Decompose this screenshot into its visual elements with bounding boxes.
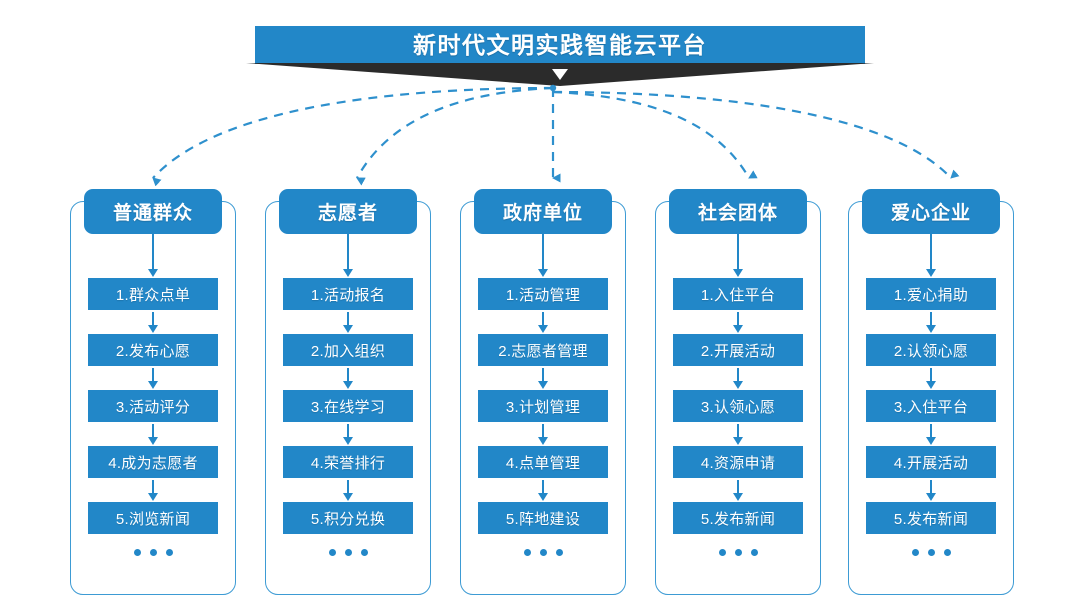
list-item[interactable]: 4.开展活动 bbox=[866, 446, 996, 478]
list-item[interactable]: 2.加入组织 bbox=[283, 334, 413, 366]
down-arrow-icon bbox=[848, 310, 1014, 334]
list-item[interactable]: 2.开展活动 bbox=[673, 334, 803, 366]
down-arrow-icon bbox=[70, 366, 236, 390]
list-item[interactable]: 5.发布新闻 bbox=[866, 502, 996, 534]
list-item[interactable]: 4.成为志愿者 bbox=[88, 446, 218, 478]
down-arrow-icon bbox=[265, 366, 431, 390]
ellipsis-dot bbox=[539, 549, 547, 556]
list-item[interactable]: 4.点单管理 bbox=[478, 446, 608, 478]
ellipsis-dot bbox=[927, 549, 935, 556]
column-items-3: 1.活动管理 2.志愿者管理 3.计划管理 4.点单管理 5.阵地建设 bbox=[460, 278, 626, 534]
column-header-4[interactable]: 社会团体 bbox=[669, 189, 807, 234]
down-arrow-icon bbox=[265, 310, 431, 334]
header-to-item-arrow-icon bbox=[926, 234, 936, 277]
list-item[interactable]: 5.积分兑换 bbox=[283, 502, 413, 534]
column-items-4: 1.入住平台 2.开展活动 3.认领心愿 4.资源申请 5.发布新闻 bbox=[655, 278, 821, 534]
down-arrow-icon bbox=[848, 366, 1014, 390]
column-header-5[interactable]: 爱心企业 bbox=[862, 189, 1000, 234]
header-to-item-arrow-icon bbox=[733, 234, 743, 277]
list-item[interactable]: 2.发布心愿 bbox=[88, 334, 218, 366]
more-items-ellipsis bbox=[265, 549, 431, 556]
ellipsis-dot bbox=[360, 549, 368, 556]
list-item[interactable]: 1.爱心捐助 bbox=[866, 278, 996, 310]
down-arrow-icon bbox=[265, 478, 431, 502]
ellipsis-dot bbox=[718, 549, 726, 556]
down-arrow-icon bbox=[655, 478, 821, 502]
ellipsis-dot bbox=[165, 549, 173, 556]
list-item[interactable]: 1.群众点单 bbox=[88, 278, 218, 310]
column-items-2: 1.活动报名 2.加入组织 3.在线学习 4.荣誉排行 5.积分兑换 bbox=[265, 278, 431, 534]
ellipsis-dot bbox=[555, 549, 563, 556]
down-arrow-icon bbox=[655, 366, 821, 390]
list-item[interactable]: 1.活动报名 bbox=[283, 278, 413, 310]
down-arrow-icon bbox=[655, 422, 821, 446]
more-items-ellipsis bbox=[848, 549, 1014, 556]
down-arrow-icon bbox=[70, 422, 236, 446]
column-社会团体: 社会团体 1.入住平台 2.开展活动 3.认领心愿 4.资源申请 5.发布新闻 bbox=[655, 189, 821, 595]
list-item[interactable]: 5.发布新闻 bbox=[673, 502, 803, 534]
list-item[interactable]: 4.资源申请 bbox=[673, 446, 803, 478]
header-to-item-arrow-icon bbox=[148, 234, 158, 277]
title-bar: 新时代文明实践智能云平台 bbox=[255, 26, 865, 64]
page-title: 新时代文明实践智能云平台 bbox=[413, 31, 707, 58]
down-arrow-icon bbox=[460, 366, 626, 390]
down-arrow-icon bbox=[460, 422, 626, 446]
more-items-ellipsis bbox=[655, 549, 821, 556]
down-arrow-icon bbox=[460, 478, 626, 502]
ellipsis-dot bbox=[149, 549, 157, 556]
column-header-3[interactable]: 政府单位 bbox=[474, 189, 612, 234]
more-items-ellipsis bbox=[70, 549, 236, 556]
ellipsis-dot bbox=[328, 549, 336, 556]
column-header-2[interactable]: 志愿者 bbox=[279, 189, 417, 234]
list-item[interactable]: 1.活动管理 bbox=[478, 278, 608, 310]
column-header-1[interactable]: 普通群众 bbox=[84, 189, 222, 234]
column-政府单位: 政府单位 1.活动管理 2.志愿者管理 3.计划管理 4.点单管理 5.阵地建设 bbox=[460, 189, 626, 595]
down-arrow-icon bbox=[655, 310, 821, 334]
list-item[interactable]: 3.在线学习 bbox=[283, 390, 413, 422]
header-to-item-arrow-icon bbox=[343, 234, 353, 277]
column-items-5: 1.爱心捐助 2.认领心愿 3.入住平台 4.开展活动 5.发布新闻 bbox=[848, 278, 1014, 534]
list-item[interactable]: 2.志愿者管理 bbox=[478, 334, 608, 366]
list-item[interactable]: 3.认领心愿 bbox=[673, 390, 803, 422]
down-arrow-icon bbox=[70, 478, 236, 502]
list-item[interactable]: 3.活动评分 bbox=[88, 390, 218, 422]
column-items-1: 1.群众点单 2.发布心愿 3.活动评分 4.成为志愿者 5.浏览新闻 bbox=[70, 278, 236, 534]
header-to-item-arrow-icon bbox=[538, 234, 548, 277]
down-arrow-icon bbox=[70, 310, 236, 334]
list-item[interactable]: 1.入住平台 bbox=[673, 278, 803, 310]
column-志愿者: 志愿者 1.活动报名 2.加入组织 3.在线学习 4.荣誉排行 5.积分兑换 bbox=[265, 189, 431, 595]
list-item[interactable]: 4.荣誉排行 bbox=[283, 446, 413, 478]
column-爱心企业: 爱心企业 1.爱心捐助 2.认领心愿 3.入住平台 4.开展活动 5.发布新闻 bbox=[848, 189, 1014, 595]
list-item[interactable]: 5.浏览新闻 bbox=[88, 502, 218, 534]
title-banner: 新时代文明实践智能云平台 bbox=[255, 26, 865, 64]
list-item[interactable]: 3.入住平台 bbox=[866, 390, 996, 422]
list-item[interactable]: 5.阵地建设 bbox=[478, 502, 608, 534]
down-arrow-icon bbox=[265, 422, 431, 446]
down-arrow-icon bbox=[848, 422, 1014, 446]
ellipsis-dot bbox=[133, 549, 141, 556]
ellipsis-dot bbox=[750, 549, 758, 556]
list-item[interactable]: 3.计划管理 bbox=[478, 390, 608, 422]
ellipsis-dot bbox=[523, 549, 531, 556]
column-普通群众: 普通群众 1.群众点单 2.发布心愿 3.活动评分 4.成为志愿者 5.浏览新闻 bbox=[70, 189, 236, 595]
ellipsis-dot bbox=[734, 549, 742, 556]
list-item[interactable]: 2.认领心愿 bbox=[866, 334, 996, 366]
down-arrow-icon bbox=[460, 310, 626, 334]
ellipsis-dot bbox=[911, 549, 919, 556]
more-items-ellipsis bbox=[460, 549, 626, 556]
down-arrow-icon bbox=[848, 478, 1014, 502]
ellipsis-dot bbox=[943, 549, 951, 556]
ellipsis-dot bbox=[344, 549, 352, 556]
